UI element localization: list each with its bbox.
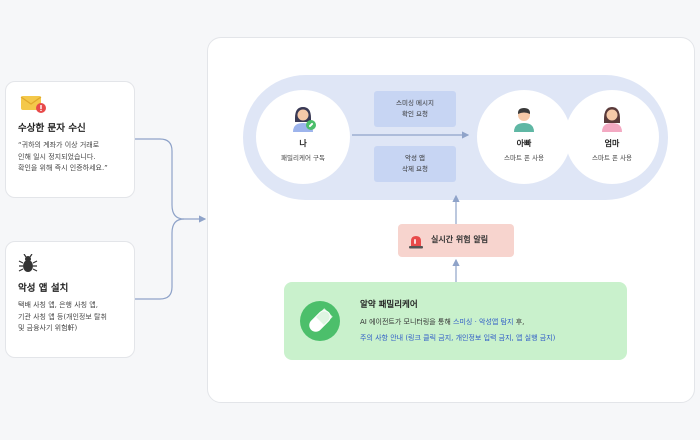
care-description: AI 에이전트가 모니터링을 통해 스미싱 · 악성앱 탐지 후, bbox=[360, 317, 524, 327]
siren-icon bbox=[409, 236, 423, 249]
sms-card-body: “귀하의 계좌가 이상 거래로 인해 일시 정지되었습니다. 확인을 위해 즉시… bbox=[18, 141, 108, 172]
member-mom: 엄마 스마트 폰 사용 bbox=[565, 90, 659, 184]
member-mom-sub: 스마트 폰 사용 bbox=[591, 154, 632, 162]
care-guidance: 주의 사항 안내 (링크 클릭 금지, 개인정보 입력 금지, 앱 실행 금지) bbox=[360, 334, 556, 342]
member-me-sub: 패밀리케어 구독 bbox=[281, 154, 325, 162]
envelope-alert-icon bbox=[18, 94, 122, 114]
malware-card-body: 택배 사칭 앱, 은행 사칭 앱, 기관 사칭 앱 등(개인정보 탈취 및 금융… bbox=[18, 301, 107, 332]
connector-sms bbox=[135, 138, 207, 223]
member-dad-name: 아빠 bbox=[516, 139, 532, 148]
care-line1-pre: AI 에이전트가 모니터링을 통해 bbox=[360, 318, 454, 326]
delete-line1: 악성 앱 bbox=[404, 154, 425, 162]
member-mom-name: 엄마 bbox=[604, 139, 620, 148]
care-title: 알약 패밀리케어 bbox=[360, 300, 418, 310]
member-dad-sub: 스마트 폰 사용 bbox=[503, 154, 544, 162]
malware-card-title: 악성 앱 설치 bbox=[18, 283, 69, 294]
alert-label: 실시간 위험 알림 bbox=[431, 235, 489, 244]
pill-icon bbox=[300, 301, 340, 341]
woman-avatar-icon bbox=[602, 107, 622, 132]
member-me-name: 나 bbox=[299, 139, 307, 148]
malware-delete-request: 악성 앱 삭제 요청 bbox=[374, 146, 456, 182]
connector-malware bbox=[135, 218, 185, 300]
smishing-check-request: 스미싱 메시지 확인 요청 bbox=[374, 91, 456, 127]
bug-icon bbox=[18, 253, 122, 274]
member-me: 나 패밀리케어 구독 bbox=[256, 90, 350, 184]
man-avatar-icon bbox=[514, 108, 534, 132]
family-care-box: 알약 패밀리케어 AI 에이전트가 모니터링을 통해 스미싱 · 악성앱 탐지 … bbox=[284, 282, 627, 360]
delete-line2: 삭제 요청 bbox=[402, 165, 428, 173]
member-dad: 아빠 스마트 폰 사용 bbox=[477, 90, 571, 184]
sms-card: 수상한 문자 수신 “귀하의 계좌가 이상 거래로 인해 일시 정지되었습니다.… bbox=[5, 81, 135, 198]
malware-card: 악성 앱 설치 택배 사칭 앱, 은행 사칭 앱, 기관 사칭 앱 등(개인정보… bbox=[5, 241, 135, 358]
smishing-line2: 확인 요청 bbox=[402, 110, 428, 118]
care-line1-highlight: 스미싱 · 악성앱 탐지 bbox=[453, 318, 514, 326]
woman-avatar-icon bbox=[293, 107, 316, 132]
realtime-alert: 실시간 위험 알림 bbox=[398, 224, 514, 257]
smishing-line1: 스미싱 메시지 bbox=[396, 99, 434, 107]
sms-card-title: 수상한 문자 수신 bbox=[18, 123, 86, 134]
care-line1-post: 후, bbox=[513, 318, 525, 326]
